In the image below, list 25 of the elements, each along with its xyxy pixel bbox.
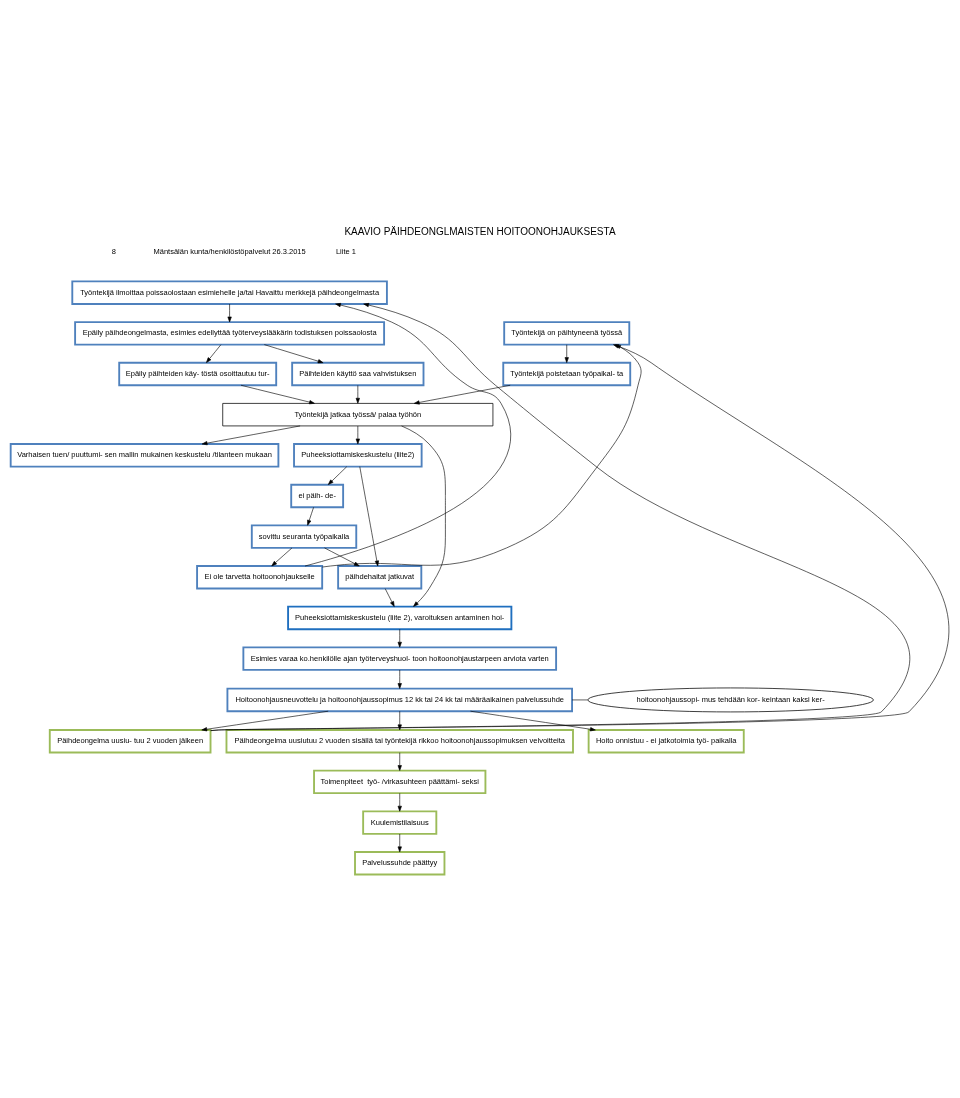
arrow (324, 547, 360, 566)
arrow (397, 792, 402, 811)
diagram-title: KAAVIO PÄIHDEONGLMAISTEN HOITOONOHJAUKSESTA (344, 225, 616, 237)
arrow (397, 710, 402, 730)
arrow (271, 547, 293, 566)
arrow (359, 465, 379, 566)
arrow (327, 465, 348, 485)
arrow (304, 302, 511, 566)
arrow (397, 628, 402, 648)
arrow (206, 343, 222, 363)
arrow (307, 506, 314, 526)
arrow (240, 384, 315, 404)
arrow (264, 343, 324, 363)
arrow (227, 303, 232, 322)
arrow (564, 343, 569, 363)
arrow (355, 425, 360, 444)
arrow (201, 710, 329, 731)
arrow (355, 384, 360, 404)
arrow (397, 751, 402, 771)
arrow (397, 669, 402, 689)
arrow (413, 384, 511, 404)
arrow (470, 710, 596, 731)
arrow (384, 587, 395, 607)
arrow (201, 425, 301, 445)
arrow (397, 833, 402, 852)
